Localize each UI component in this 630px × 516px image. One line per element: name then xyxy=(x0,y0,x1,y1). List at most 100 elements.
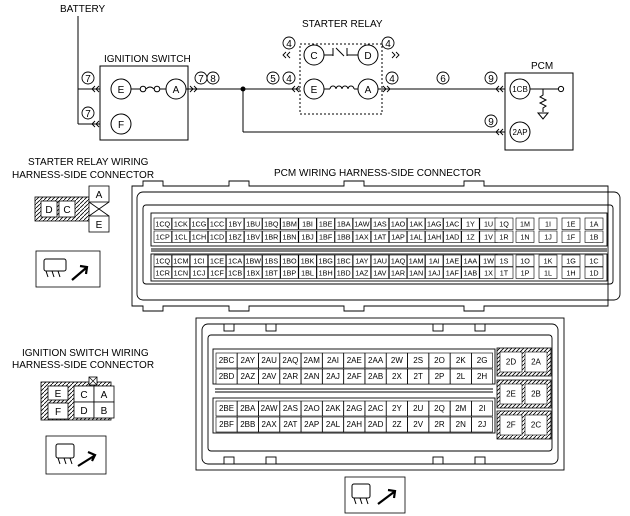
pin-label: 1BN xyxy=(282,232,296,241)
pin-label: 1BR xyxy=(264,232,278,241)
pin-label: 2BF xyxy=(219,420,234,429)
pin-cell xyxy=(584,217,604,230)
pin-label: 1AN xyxy=(409,268,423,277)
pin-label: 1BM xyxy=(282,219,297,228)
pin-cell xyxy=(189,254,208,267)
pin-label: 1AH xyxy=(427,232,441,241)
pin-cell xyxy=(352,217,371,230)
pin-label: 1H xyxy=(566,268,575,277)
pin-label: 1K xyxy=(544,256,553,265)
pin-cell xyxy=(153,266,172,279)
pin-cell xyxy=(352,266,371,279)
pin-label: 1CP xyxy=(156,232,170,241)
pin-label: 2AY xyxy=(241,356,256,365)
pin-label: 2AW xyxy=(261,404,278,413)
pin-cell xyxy=(449,368,472,385)
pin-cell xyxy=(226,254,245,267)
pin-label: 2AI xyxy=(327,356,339,365)
pin-label: 1BS xyxy=(265,256,279,265)
pin-cell xyxy=(334,254,353,267)
pin-cell xyxy=(171,217,190,230)
pin-label: 1G xyxy=(566,256,576,265)
pin-cell xyxy=(280,230,299,243)
pin-label: 2AA xyxy=(368,356,384,365)
pin-cell xyxy=(425,266,444,279)
pin-label: 1BO xyxy=(282,256,297,265)
pin-label: 1Z xyxy=(466,232,475,241)
pin-label: 2AZ xyxy=(240,372,255,381)
pin-label: 2H xyxy=(477,372,487,381)
pin-label: 1CB xyxy=(228,268,242,277)
pin-cell xyxy=(471,400,493,417)
starter-relay-label: STARTER RELAY xyxy=(302,19,383,30)
ignition-connector-pin-d: D xyxy=(80,406,87,417)
pin-label: 2AR xyxy=(283,372,299,381)
pin-cell xyxy=(370,254,390,267)
pin-cell xyxy=(407,230,426,243)
pin-cell xyxy=(386,368,408,385)
pin-label: 2L xyxy=(456,372,465,381)
pin-label: 1BG xyxy=(318,256,333,265)
pin-label: 1AK xyxy=(409,219,423,228)
pin-cell xyxy=(279,368,302,385)
pin-cell xyxy=(561,230,581,243)
relay-pin-d: D xyxy=(364,51,371,62)
pin-label: 1D xyxy=(589,268,598,277)
pin-cell xyxy=(215,416,238,433)
relay-pin-a: A xyxy=(365,85,372,96)
ignition-connector-title: IGNITION SWITCH WIRING xyxy=(22,348,149,359)
pin-label: 1BY xyxy=(228,219,242,228)
circle-number-5: 5 xyxy=(270,74,276,85)
pin-cell xyxy=(343,416,366,433)
pin-label: 1AR xyxy=(391,268,405,277)
pin-label: 1CE xyxy=(210,256,224,265)
pin-cell xyxy=(561,217,581,230)
pin-cell xyxy=(407,266,426,279)
pin-label: 2AB xyxy=(368,372,383,381)
pin-cell xyxy=(208,230,227,243)
pin-label: 1CQ xyxy=(155,256,170,265)
pin-cell xyxy=(334,266,353,279)
ignition-connector-pin-c: C xyxy=(80,390,87,401)
pin-cell xyxy=(208,254,227,267)
pin-label: 2E xyxy=(506,390,516,399)
pin-cell xyxy=(407,254,426,267)
pin-label: 1X xyxy=(484,268,493,277)
pin-label: 2G xyxy=(477,356,488,365)
pin-cell xyxy=(561,254,581,267)
pin-label: 2J xyxy=(478,420,486,429)
pin-cell xyxy=(499,351,523,373)
pin-label: 2AO xyxy=(304,404,320,413)
pin-label: 2BB xyxy=(240,420,255,429)
pcm-pin-1cb: 1CB xyxy=(512,85,528,94)
pin-label: 1C xyxy=(589,256,598,265)
pin-label: 1CD xyxy=(210,232,224,241)
pin-cell xyxy=(280,254,299,267)
pin-cell xyxy=(388,230,408,243)
pin-cell xyxy=(425,217,444,230)
pin-cell xyxy=(189,230,208,243)
battery-label: BATTERY xyxy=(60,4,106,15)
pin-cell xyxy=(244,230,263,243)
ignition-connector-pin-a: A xyxy=(101,390,108,401)
pin-cell xyxy=(171,230,190,243)
pin-label: 1Y xyxy=(466,219,475,228)
pin-label: 2I xyxy=(479,404,486,413)
pin-label: 2BC xyxy=(219,356,235,365)
pin-cell xyxy=(538,266,558,279)
pin-label: 1AP xyxy=(391,232,405,241)
pin-cell xyxy=(449,352,472,369)
pin-label: 1AC xyxy=(445,219,459,228)
pin-cell xyxy=(244,266,263,279)
pin-label: 2AF xyxy=(347,372,362,381)
pin-label: 1BD xyxy=(337,268,351,277)
pin-label: 2AU xyxy=(261,356,277,365)
pin-label: 2O xyxy=(434,356,445,365)
pin-label: 1AW xyxy=(354,219,370,228)
pin-cell xyxy=(171,266,190,279)
pin-cell xyxy=(334,230,353,243)
relay-connector-plug-icon xyxy=(35,250,101,288)
pin-cell xyxy=(370,217,390,230)
circle-number-4: 4 xyxy=(389,74,395,85)
pin-cell xyxy=(226,230,245,243)
